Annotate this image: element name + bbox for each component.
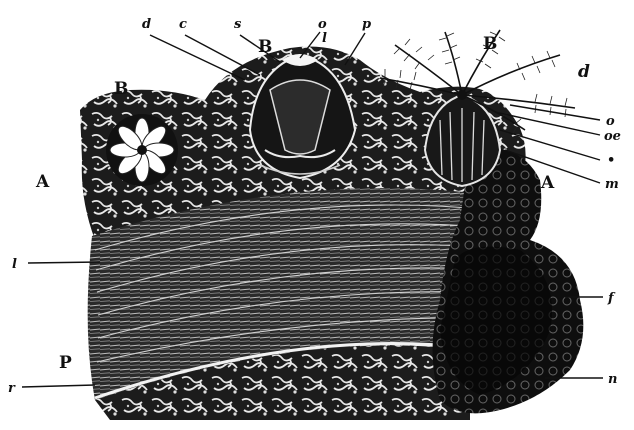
- label-m-right: m: [605, 177, 619, 192]
- polyp-mouth: [457, 90, 467, 100]
- label-d-top: d: [142, 17, 151, 32]
- retracted-polyp-rosette: [106, 114, 178, 186]
- label-s-top: s: [234, 17, 242, 32]
- label-l-left: l: [12, 257, 17, 272]
- label-B-right: B: [483, 34, 497, 54]
- label-bullet-right: •: [607, 153, 615, 168]
- label-n-right: n: [608, 372, 617, 387]
- label-f-right: f: [607, 291, 616, 306]
- label-B-center: B: [258, 37, 272, 57]
- label-o-top: o: [318, 17, 327, 32]
- label-l-top: l: [322, 31, 327, 46]
- label-B-left: B: [114, 79, 128, 99]
- label-P: P: [59, 353, 72, 373]
- label-r-left: r: [8, 381, 16, 396]
- label-c-top: c: [179, 17, 187, 32]
- label-p-top: p: [362, 17, 371, 32]
- label-o-right: o: [606, 114, 615, 129]
- label-oe-right: oe: [604, 129, 621, 144]
- label-A-left: A: [35, 172, 50, 192]
- label-A-right: A: [540, 173, 555, 193]
- label-d-right: d: [578, 62, 590, 82]
